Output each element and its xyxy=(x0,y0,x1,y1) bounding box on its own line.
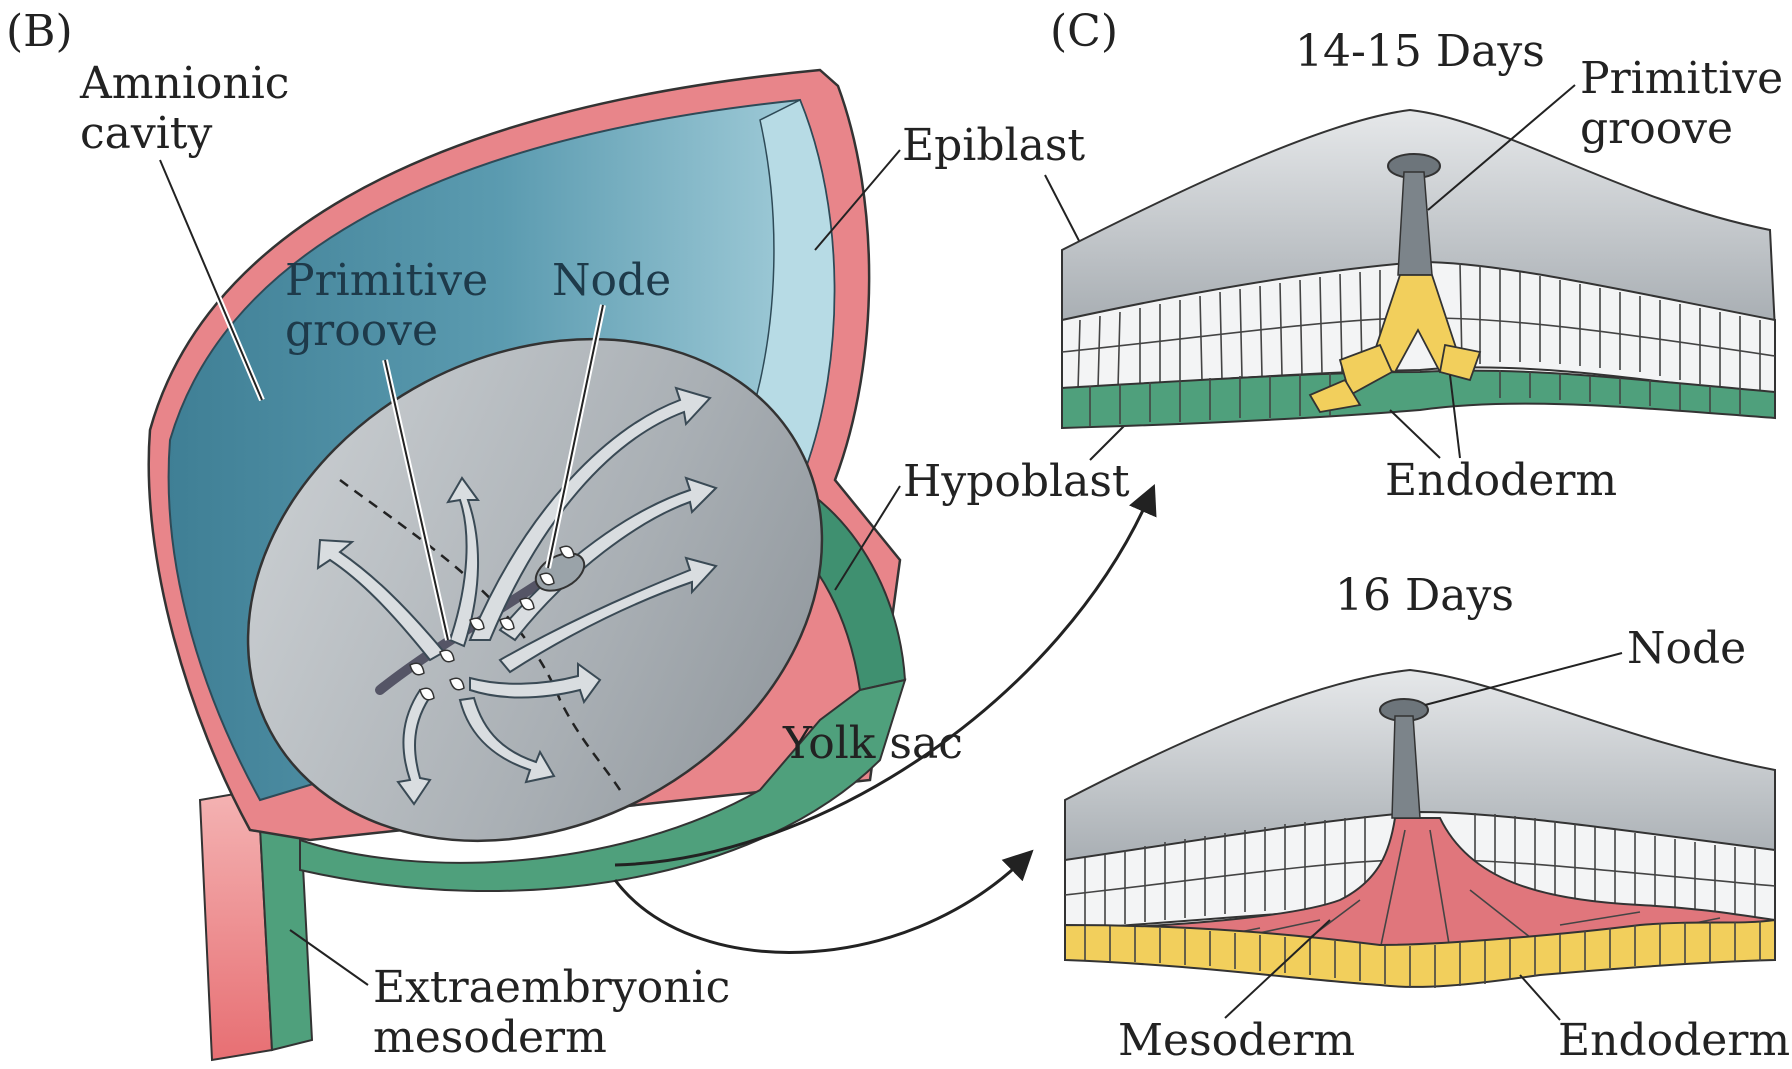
section-14-15-days: 14-15 Days xyxy=(1062,26,1783,506)
label-c-bottom-mesoderm: Mesoderm xyxy=(1118,1015,1355,1066)
label-b-primitive-groove-2: groove xyxy=(285,305,438,356)
leader-c-bottom-endoderm xyxy=(1520,975,1560,1020)
label-extraembryonic-2: mesoderm xyxy=(373,1012,607,1063)
title-14-15-days: 14-15 Days xyxy=(1295,26,1545,77)
panel-c: (C) 14-15 Days xyxy=(1050,6,1790,1066)
label-extraembryonic-1: Extraembryonic xyxy=(373,962,730,1013)
label-epiblast: Epiblast xyxy=(902,120,1085,171)
label-c-bottom-node: Node xyxy=(1627,623,1746,674)
label-c-bottom-endoderm: Endoderm xyxy=(1558,1015,1790,1066)
arrow-to-16-days xyxy=(615,858,1025,952)
label-yolk-sac: Yolk sac xyxy=(782,718,963,769)
label-c-top-endoderm: Endoderm xyxy=(1385,455,1617,506)
panel-b: (B) xyxy=(6,6,1140,1063)
label-b-primitive-groove-1: Primitive xyxy=(285,255,488,306)
panel-b-label: (B) xyxy=(6,6,73,57)
label-c-top-primitive-groove-1: Primitive xyxy=(1580,53,1783,104)
label-b-node: Node xyxy=(552,255,671,306)
title-16-days: 16 Days xyxy=(1335,570,1514,621)
leader-c-top-endoderm-1 xyxy=(1390,410,1440,458)
label-hypoblast: Hypoblast xyxy=(903,456,1130,507)
label-c-top-primitive-groove-2: groove xyxy=(1580,103,1733,154)
panel-c-label: (C) xyxy=(1050,6,1118,57)
label-amnionic-cavity-1: Amnionic xyxy=(79,58,289,109)
section-16-days: 16 Days Node xyxy=(1065,570,1790,1066)
label-amnionic-cavity-2: cavity xyxy=(80,108,212,159)
